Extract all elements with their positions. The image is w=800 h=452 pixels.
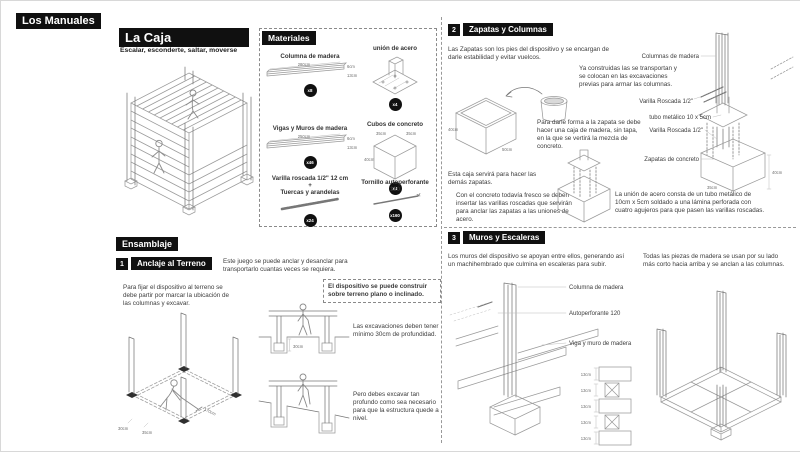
terrain-note: El dispositivo se puede construir sobre … — [323, 279, 441, 303]
svg-text:Autoperforante 120: Autoperforante 120 — [569, 311, 621, 317]
svg-text:40cm: 40cm — [448, 127, 459, 132]
section3-intro: Los muros del dispositivo se apoyan entr… — [448, 253, 625, 268]
qty-badge: x46 — [303, 156, 317, 170]
steel-union-icon — [372, 56, 418, 95]
svg-text:35cm: 35cm — [142, 430, 153, 435]
svg-text:40cm: 40cm — [772, 170, 783, 175]
svg-text:30cm: 30cm — [293, 344, 304, 349]
dig-plan-illustration: 30cm 35cm 170cm — [118, 312, 242, 435]
section2-number: 2 — [448, 24, 460, 36]
columns-base-illustration — [656, 290, 787, 441]
zapata-rods-illustration — [557, 149, 611, 223]
svg-text:Zapatas de concreto: Zapatas de concreto — [644, 157, 699, 163]
section2-varillas-text: Con el concreto todavía fresco se deben … — [456, 192, 572, 223]
column-assembly-illustration: 40cm 35cm Columnas de madera Varilla Ros… — [639, 32, 794, 192]
svg-text:tubo metálico 10 x 5cm: tubo metálico 10 x 5cm — [649, 115, 711, 121]
ensamblaje-title: Ensamblaje — [116, 237, 179, 251]
section2-mold-text: Para darle forma a la zapata se debe hac… — [537, 119, 641, 150]
step1-title: Anclaje al Terreno — [131, 257, 212, 270]
material-name: unión de acero — [372, 45, 417, 52]
svg-text:35cm: 35cm — [406, 131, 417, 136]
material-name: Cubos de concreto — [366, 121, 424, 128]
svg-text:13cm: 13cm — [581, 420, 592, 425]
section2-reuse-text: Esta caja servirá para hacer las demás z… — [448, 171, 537, 186]
svg-text:13cm: 13cm — [581, 388, 592, 393]
screw-icon — [373, 193, 421, 205]
section3-title: Muros y Escaleras — [463, 231, 546, 244]
threaded-rod-icon — [280, 198, 340, 211]
section2-title: Zapatas y Columnas — [463, 23, 553, 36]
horizontal-divider — [444, 227, 796, 228]
mold-box-illustration: 40cm 50cm — [448, 87, 568, 155]
svg-text:35cm: 35cm — [707, 185, 718, 190]
material-union: unión de acero x4 — [358, 45, 432, 112]
corner-detail-illustration: Columna de madera Autoperforante 120 Vig… — [449, 282, 632, 436]
concrete-cube-icon: 35cm 35cm 40cm — [364, 131, 417, 180]
qty-badge: x4 — [388, 182, 402, 196]
material-name-plus: + — [308, 182, 312, 190]
svg-text:Varilla Roscada 1/2": Varilla Roscada 1/2" — [649, 128, 703, 134]
step1-p2: Las excavaciones deben tener mínimo 30cm… — [353, 323, 439, 338]
svg-text:Varilla Roscada 1/2": Varilla Roscada 1/2" — [639, 99, 693, 105]
svg-text:40cm: 40cm — [364, 157, 375, 162]
svg-text:13cm: 13cm — [581, 436, 592, 441]
material-cubos: Cubos de concreto 35cm 35cm 40cm x4 — [358, 121, 432, 196]
materials-title: Materiales — [262, 31, 316, 45]
svg-text:6cm: 6cm — [347, 136, 355, 141]
svg-text:250cm: 250cm — [298, 134, 311, 139]
material-varilla: Varilla roscada 1/2" 12 cm + Tuercas y a… — [264, 175, 356, 228]
material-tornillo: Tornillo autoperforante 120 x160 — [358, 179, 432, 223]
svg-text:13cm: 13cm — [581, 404, 592, 409]
step1-lead: Este juego se puede anclar y desanclar p… — [223, 258, 348, 273]
svg-text:Viga y muro de madera: Viga y muro de madera — [569, 341, 632, 347]
step1-p3: Pero debes excavar tan profundo como sea… — [353, 391, 439, 422]
svg-text:280cm: 280cm — [298, 62, 311, 67]
plank-icon: 280cm 6cm 13cm — [266, 61, 358, 78]
section2-intro: Las Zapatas son los pies del dispositivo… — [448, 46, 610, 61]
svg-text:35cm: 35cm — [376, 131, 387, 136]
material-name-line1: Varilla roscada 1/2" 12 cm — [271, 175, 349, 182]
la-caja-illustration — [124, 66, 254, 216]
material-name: Vigas y Muros de madera — [272, 125, 348, 132]
qty-badge: x24 — [303, 214, 317, 228]
svg-text:170cm: 170cm — [203, 407, 217, 417]
product-subtitle: Escalar, esconderte, saltar, moverse — [120, 47, 238, 54]
qty-badge: x8 — [303, 84, 317, 98]
section3-number: 3 — [448, 232, 460, 244]
step1-number: 1 — [116, 258, 128, 270]
vertical-divider — [441, 17, 442, 443]
step1-p1: Para fijar el dispositivo al terreno se … — [123, 284, 230, 307]
excavation-section-flat: 30cm — [258, 303, 350, 354]
material-columna: Columna de madera 280cm 6cm 13cm x8 — [264, 53, 358, 98]
material-name: Columna de madera — [280, 53, 340, 60]
svg-text:13cm: 13cm — [347, 73, 358, 78]
material-name: Tornillo autoperforante 120 — [361, 179, 429, 194]
qty-badge: x4 — [388, 98, 402, 112]
svg-text:13cm: 13cm — [347, 145, 358, 150]
svg-text:6cm: 6cm — [347, 64, 355, 69]
svg-text:Columnas de madera: Columnas de madera — [642, 54, 700, 60]
excavation-section-slope — [258, 373, 350, 434]
materials-panel: Materiales Columna de madera 280cm 6cm 1… — [259, 28, 437, 228]
product-title: La Caja — [119, 28, 249, 47]
section3-right-text: Todas las piezas de madera se usan por s… — [643, 253, 785, 268]
svg-text:30cm: 30cm — [118, 426, 129, 431]
material-vigas: Vigas y Muros de madera 250cm 6cm 13cm x… — [264, 125, 358, 170]
section2-transport-text: Ya construidas las se transportan y se c… — [579, 65, 677, 88]
plank-icon: 250cm 6cm 13cm — [266, 133, 358, 150]
svg-text:13cm: 13cm — [581, 372, 592, 377]
section2-union-text: La unión de acero consta de un tubo metá… — [615, 191, 765, 214]
brand-title: Los Manuales — [16, 13, 101, 29]
svg-text:50cm: 50cm — [502, 147, 513, 152]
stack-dimensions-diagram: 13cm 13cm 13cm 13cm 13cm — [581, 366, 632, 446]
qty-badge: x160 — [388, 209, 402, 223]
svg-text:Columna de madera: Columna de madera — [569, 285, 624, 291]
material-name-line2: Tuercas y arandelas — [280, 189, 340, 197]
